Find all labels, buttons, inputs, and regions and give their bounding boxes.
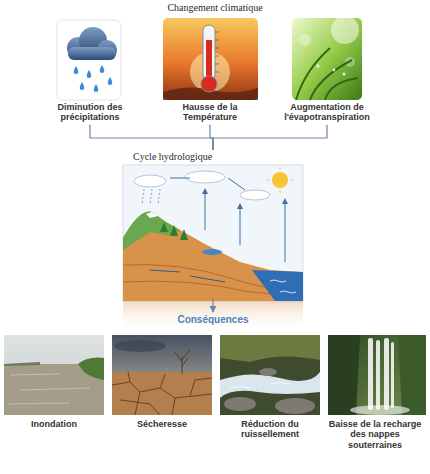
node-label: Augmentation de l'évapotranspiration (272, 102, 382, 123)
drought-picture (112, 335, 212, 415)
node-label: Inondation (4, 419, 104, 429)
flood-picture (4, 335, 104, 415)
node-label: Conséquences (123, 314, 303, 325)
node-label: Hausse de la Température (155, 102, 265, 123)
consequence-band: Conséquences (123, 312, 303, 327)
diagram-title: Changement climatique (0, 2, 430, 13)
stream-picture (220, 335, 320, 415)
consequence-box: Baisse de la recharge des nappes souterr… (322, 335, 428, 452)
node-label: Réduction du ruissellement (220, 419, 320, 440)
connector (212, 298, 213, 312)
evapotranspiration-picture (292, 16, 362, 100)
cause-box: Hausse de la Température (155, 18, 265, 125)
heat-picture (163, 18, 258, 100)
node-label: Baisse de la recharge des nappes souterr… (322, 419, 428, 450)
node-label: Diminution des précipitations (48, 102, 132, 123)
rain-icon (57, 20, 121, 100)
waterfall-picture (328, 335, 426, 415)
cause-box: Augmentation de l'évapotranspiration (272, 18, 382, 125)
node-label: Sécheresse (112, 419, 212, 429)
consequence-box: Inondation (4, 335, 104, 431)
consequence-box: Réduction du ruissellement (220, 335, 320, 442)
cycle-heading: Cycle hydrologique (123, 151, 303, 162)
consequence-box: Sécheresse (112, 335, 212, 431)
cycle-box: Cycle hydrologique (123, 150, 303, 298)
cause-box: Diminution des précipitations (48, 18, 132, 125)
water-cycle-picture (123, 165, 303, 301)
connector (213, 125, 327, 150)
connector (90, 125, 213, 150)
